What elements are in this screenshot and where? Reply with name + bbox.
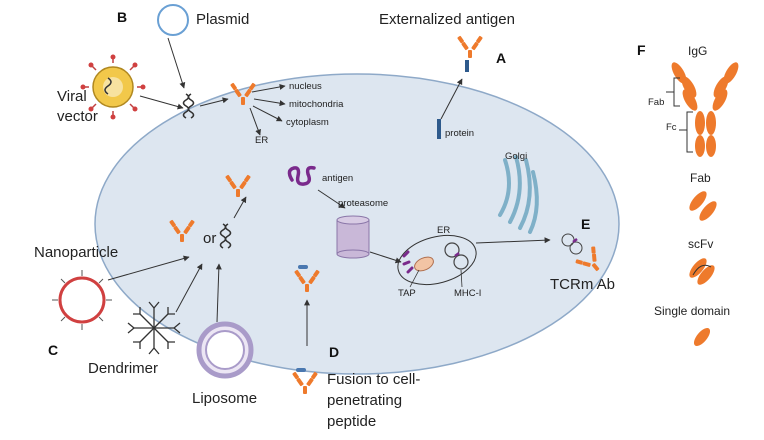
nanoparticle-icon xyxy=(52,270,112,330)
viral-vector-icon xyxy=(80,54,146,120)
externalized-antigen-label: Externalized antigen xyxy=(379,11,515,28)
protein-label: protein xyxy=(445,128,474,139)
igg-label: IgG xyxy=(688,44,707,58)
proteasome-icon xyxy=(336,215,370,259)
panel-letter-b: B xyxy=(117,9,127,25)
single-domain-label: Single domain xyxy=(654,304,730,318)
tcr-mhc-icon xyxy=(561,233,583,255)
fab-icon xyxy=(689,191,717,221)
igg-fab-label: Fab xyxy=(648,97,664,108)
golgi-label: Golgi xyxy=(505,151,527,162)
peptide-tag-icon xyxy=(298,265,308,269)
mhc-label: MHC-I xyxy=(454,288,481,299)
or-label: or xyxy=(203,230,216,247)
protein-icon xyxy=(437,119,441,139)
plasmid-icon xyxy=(157,4,189,36)
tcrm-label: TCRm Ab xyxy=(550,276,615,293)
nanoparticle-label: Nanoparticle xyxy=(34,244,118,261)
er-label: ER xyxy=(437,225,450,236)
external-antibody-icon xyxy=(457,35,483,58)
peptide-tag-out-icon xyxy=(296,368,306,372)
dendrimer-label: Dendrimer xyxy=(88,360,158,377)
fusion-antibody-out-icon xyxy=(292,371,318,394)
dendrimer-icon xyxy=(127,301,181,355)
golgi-icon xyxy=(498,155,539,234)
panel-letter-f: F xyxy=(637,42,646,58)
viral-vector-label: Viral vector xyxy=(57,88,98,125)
proteasome-label: proteasome xyxy=(338,198,388,209)
mitochondria-label: mitochondria xyxy=(289,99,344,110)
igg-fc-label: Fc xyxy=(666,122,677,133)
panel-letter-a: A xyxy=(496,50,506,66)
scfv-label: scFv xyxy=(688,237,713,251)
panel-letter-e: E xyxy=(581,216,590,232)
antigen-icon xyxy=(287,165,316,186)
nucleus-label: nucleus xyxy=(289,81,322,92)
tap-label: TAP xyxy=(398,288,416,299)
liposome-icon xyxy=(196,321,254,379)
cytoplasm-label: cytoplasm xyxy=(286,117,329,128)
single-domain-icon xyxy=(693,327,711,347)
plasmid-label: Plasmid xyxy=(196,11,249,28)
surface-antigen-icon xyxy=(465,60,469,72)
liposome-label: Liposome xyxy=(192,390,257,407)
igg-icon xyxy=(671,62,739,157)
er-complex-icon xyxy=(397,234,477,286)
panel-letter-d: D xyxy=(329,344,339,360)
er-small-label: ER xyxy=(255,135,268,146)
fab-label: Fab xyxy=(690,171,711,185)
panel-letter-c: C xyxy=(48,342,58,358)
scfv-icon xyxy=(689,258,715,285)
fusion-label: Fusion to cell- penetrating peptide xyxy=(327,371,425,430)
antigen-label: antigen xyxy=(322,173,353,184)
